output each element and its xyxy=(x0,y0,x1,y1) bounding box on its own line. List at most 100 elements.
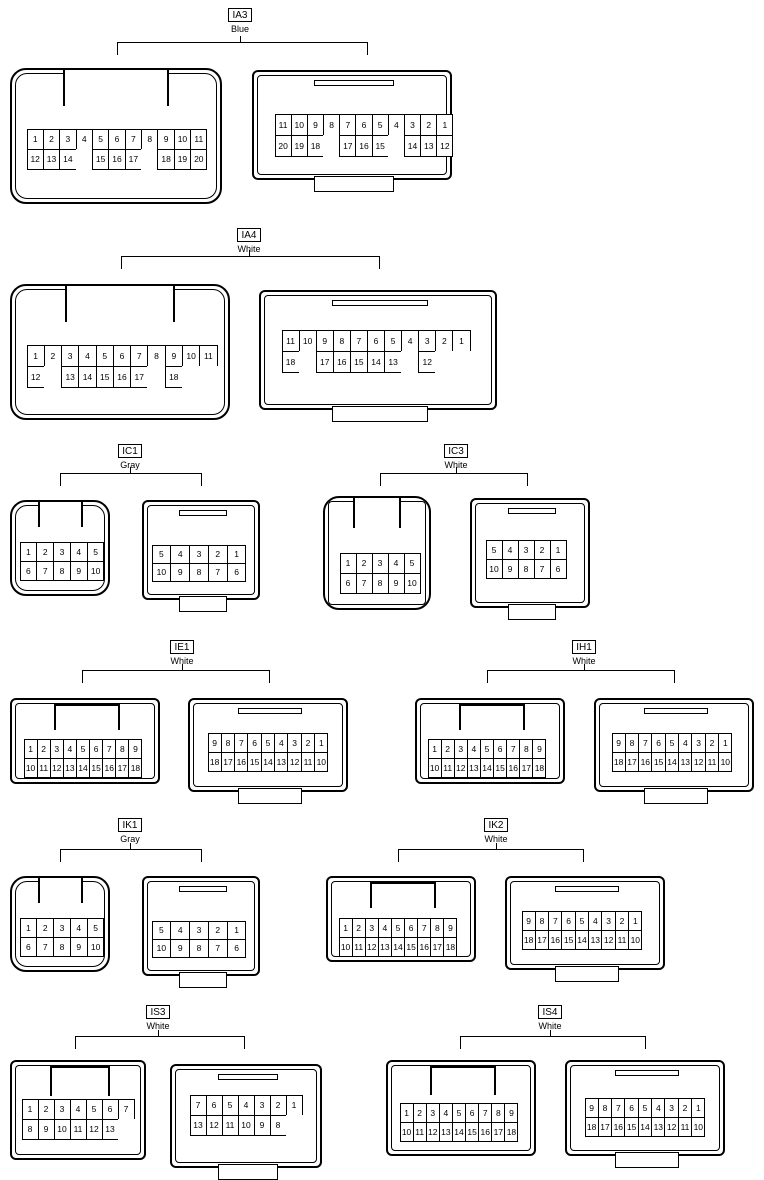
pin-cell: 4 xyxy=(237,1094,255,1116)
pin-cell: 10 xyxy=(691,1116,706,1137)
connector-ih1-male-housing-inner-outline xyxy=(599,703,749,787)
pin-cell: 17 xyxy=(124,148,143,170)
pin-cell: 6 xyxy=(493,738,508,759)
connector-id-label: IA3 xyxy=(228,8,252,22)
pin-cell: 7 xyxy=(355,572,373,594)
pin-cell: 16 xyxy=(478,1121,493,1142)
pin-gap xyxy=(147,365,166,388)
pin-cell: 15 xyxy=(404,936,419,957)
pin-gap xyxy=(401,350,420,373)
pin-cell: 10 xyxy=(181,344,201,367)
pin-cell: 12 xyxy=(85,1118,103,1140)
connector-color-label: Blue xyxy=(230,24,249,34)
connector-ie1-male-housing-bottom-latch xyxy=(238,788,302,804)
pin-cell: 7 xyxy=(117,1098,135,1120)
pin-cell: 4 xyxy=(75,128,93,150)
pin-cell: 6 xyxy=(205,1094,223,1116)
connector-pair-bracket xyxy=(487,670,675,683)
pin-cell: 4 xyxy=(501,539,519,560)
pin-cell: 7 xyxy=(478,1102,493,1123)
pin-cell: 9 xyxy=(170,938,191,958)
pin-cell: 10 xyxy=(23,757,38,778)
pin-cell: 4 xyxy=(438,1102,453,1123)
pin-cell: 12 xyxy=(26,148,44,170)
pin-cell: 1 xyxy=(21,1098,39,1120)
pin-cell: 5 xyxy=(479,738,495,759)
pin-cell: 1 xyxy=(26,128,44,150)
pin-cell: 15 xyxy=(371,134,389,157)
pin-cell: 18 xyxy=(443,936,458,957)
pin-gap xyxy=(435,350,454,373)
pin-cell: 1 xyxy=(285,1094,303,1116)
pin-cell: 5 xyxy=(151,920,172,940)
pin-cell: 7 xyxy=(349,329,368,352)
bracket-stem xyxy=(456,467,457,474)
connector-is3-female-housing-latch-window xyxy=(50,1066,110,1096)
pin-cell: 4 xyxy=(651,1097,666,1118)
pin-cell: 13 xyxy=(189,1114,207,1136)
pin-cell: 1 xyxy=(718,732,733,753)
pin-cell: 7 xyxy=(36,936,55,957)
pin-cell: 7 xyxy=(130,344,149,367)
connector-ia3-female-housing-locking-hood xyxy=(63,68,169,107)
pin-cell: 16 xyxy=(108,148,126,170)
pin-cell: 4 xyxy=(69,1098,87,1120)
bracket-stem xyxy=(240,36,241,43)
pin-cell: 16 xyxy=(112,365,132,388)
pin-cell: 16 xyxy=(332,350,351,373)
connector-is3-female-housing-inner-outline xyxy=(15,1065,141,1155)
pin-cell: 9 xyxy=(443,917,458,938)
pin-cell: 2 xyxy=(36,738,51,759)
pin-gap xyxy=(75,148,93,170)
pin-cell: 5 xyxy=(390,917,406,938)
pin-cell: 1 xyxy=(628,910,643,931)
pin-cell: 16 xyxy=(506,757,521,778)
pin-cell: 12 xyxy=(49,757,64,778)
connector-id-label: IA4 xyxy=(237,228,261,242)
pin-gap xyxy=(298,350,317,373)
pin-cell: 18 xyxy=(128,757,143,778)
connector-is4-female-housing-inner-outline xyxy=(391,1065,531,1151)
pin-cell: 4 xyxy=(274,732,289,753)
pin-cell: 1 xyxy=(226,920,247,940)
connector-color-label: White xyxy=(170,656,194,666)
pin-cell: 5 xyxy=(221,1094,239,1116)
pin-cell: 11 xyxy=(274,113,292,136)
pin-cell: 4 xyxy=(69,917,88,938)
pin-cell: 13 xyxy=(377,936,392,957)
pin-cell: 8 xyxy=(430,917,445,938)
pin-cell: 3 xyxy=(664,1097,679,1118)
pin-cell: 14 xyxy=(366,350,386,373)
pin-cell: 7 xyxy=(207,562,228,582)
connector-id-label: IK2 xyxy=(484,818,508,832)
pin-cell: 4 xyxy=(62,738,77,759)
pin-cell: 17 xyxy=(624,751,640,772)
pin-cell: 6 xyxy=(404,917,419,938)
pin-cell: 6 xyxy=(624,1097,639,1118)
pin-cell: 2 xyxy=(355,552,373,574)
connector-ia3-male-housing-bottom-latch xyxy=(314,176,394,192)
pin-cell: 2 xyxy=(533,539,551,560)
pin-cell: 18 xyxy=(164,365,183,388)
pin-gap xyxy=(285,1114,303,1136)
pin-cell: 6 xyxy=(226,562,247,582)
pin-cell: 17 xyxy=(597,1116,613,1137)
pin-cell: 14 xyxy=(637,1116,653,1137)
bracket-stem xyxy=(249,250,250,257)
pin-cell: 6 xyxy=(247,732,262,753)
connector-ie1-female-housing-inner-outline xyxy=(15,703,155,779)
connector-is4-male-housing-top-rib xyxy=(615,1070,679,1076)
connector-ie1-male-housing-top-rib xyxy=(238,708,302,714)
connector-pair-bracket xyxy=(82,670,270,683)
pin-cell: 8 xyxy=(53,936,71,957)
connector-id-label: IS4 xyxy=(538,1005,562,1019)
pin-cell: 3 xyxy=(418,329,437,352)
